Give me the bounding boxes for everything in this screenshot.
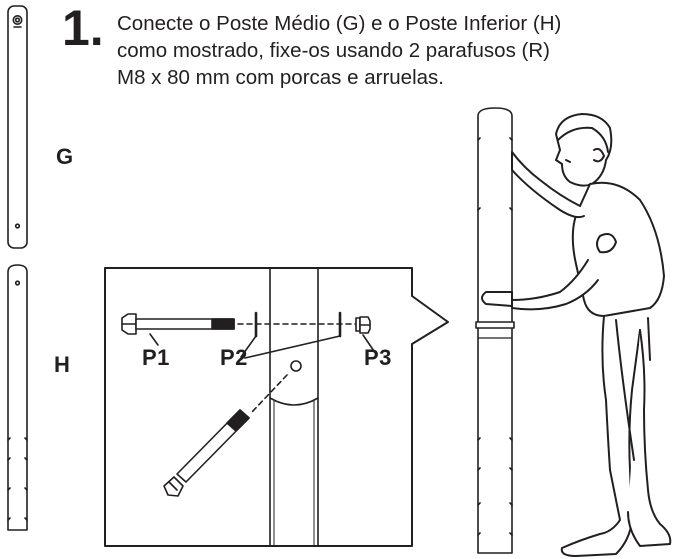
bolt-label: P1	[142, 345, 170, 370]
diagonal-bolt	[163, 374, 288, 497]
instruction-line-2: como mostrado, fixe-os usando 2 parafuso…	[117, 39, 550, 62]
pole-h-label: H	[54, 352, 70, 377]
person-figure	[481, 113, 672, 557]
bolt-p1	[121, 313, 235, 335]
instruction-line-1: Conecte o Poste Médio (G) e o Poste Infe…	[117, 12, 562, 35]
pole-g	[7, 5, 28, 249]
step-instruction: Conecte o Poste Médio (G) e o Poste Infe…	[117, 10, 657, 91]
step-number: 1.	[62, 0, 104, 56]
pole-h	[7, 264, 28, 531]
assembled-pole	[475, 107, 515, 554]
pole-g-label: G	[56, 144, 74, 169]
instruction-line-3: M8 x 80 mm com porcas e arruelas.	[117, 66, 444, 89]
detail-box	[104, 267, 449, 547]
nut-label: P3	[364, 345, 392, 370]
nut-p3	[355, 316, 371, 334]
washer-label: P2	[220, 345, 248, 370]
